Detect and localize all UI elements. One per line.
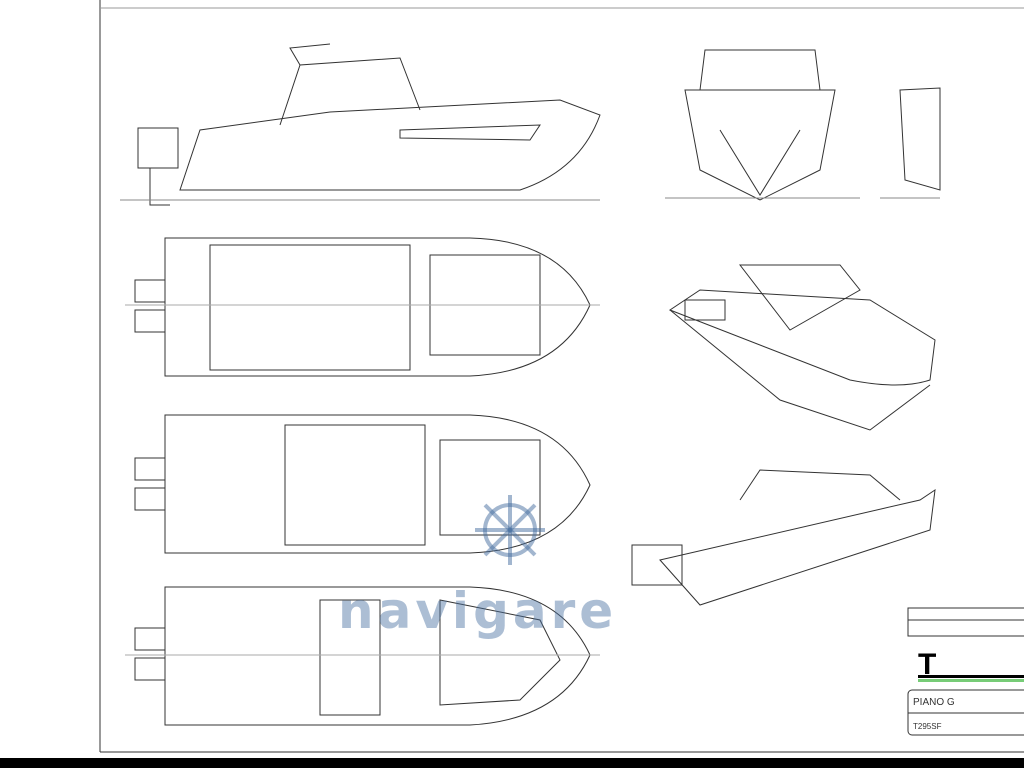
deck-plan-roof xyxy=(134,414,591,554)
3d-view-bow xyxy=(668,264,936,431)
ship-wheel-anchor-icon xyxy=(475,495,545,565)
company-logo: T xyxy=(918,648,937,681)
bottom-bar xyxy=(0,758,1024,768)
lower-deck-plan xyxy=(125,586,600,726)
watermark-text: navigare xyxy=(338,582,618,640)
deck-plan-top xyxy=(125,237,600,377)
logo-underline xyxy=(918,675,1024,678)
model-code: T295SF xyxy=(913,722,942,731)
stern-view xyxy=(880,87,941,199)
3d-view-stern xyxy=(631,469,936,606)
drawing-title: PIANO G xyxy=(913,697,955,708)
bow-front-view xyxy=(665,49,860,201)
title-block xyxy=(907,607,1024,736)
side-profile-view xyxy=(120,43,601,206)
logo-green-line xyxy=(918,679,1024,682)
